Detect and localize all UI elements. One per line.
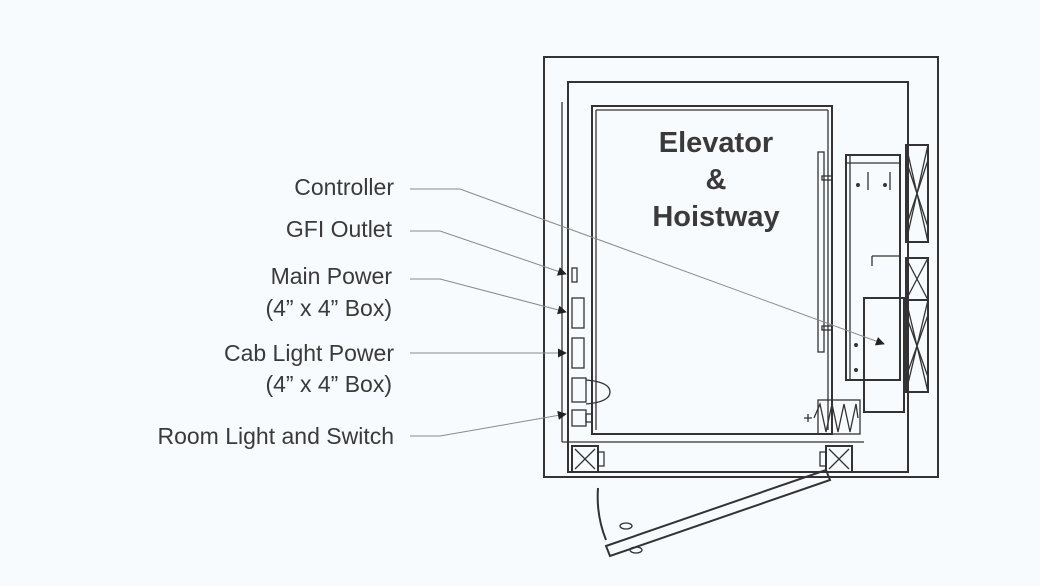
swing-door: [596, 468, 832, 558]
room-light-symbol: [571, 377, 611, 405]
main-power-box-symbol: [571, 297, 585, 329]
title-line1: Elevator: [659, 127, 773, 159]
label-main-power: Main Power: [271, 263, 393, 289]
title-line2: &: [706, 164, 727, 196]
buffer-spring: [804, 399, 861, 435]
leader-main-power: [410, 278, 567, 315]
diagram-title: Elevator & Hoistway: [652, 127, 779, 233]
label-cab-light-power: Cab Light Power: [224, 340, 394, 366]
wall-devices: [571, 267, 611, 427]
label-main-power-box: (4” x 4” Box): [265, 295, 392, 321]
title-line3: Hoistway: [652, 201, 779, 233]
guide-rail: [817, 151, 833, 353]
label-controller: Controller: [294, 174, 394, 200]
gfi-outlet-symbol: [571, 267, 578, 283]
machine-assembly: [845, 154, 905, 413]
leader-lines: [410, 188, 885, 437]
label-room-light-switch: Room Light and Switch: [157, 423, 394, 449]
leader-controller: [410, 188, 885, 346]
wall-blocking: [905, 144, 929, 393]
callout-labels: Controller GFI Outlet Main Power (4” x 4…: [157, 174, 394, 449]
label-gfi-outlet: GFI Outlet: [286, 216, 393, 242]
leader-room-light-switch: [410, 410, 567, 437]
label-cab-light-power-box: (4” x 4” Box): [265, 371, 392, 397]
door-jambs: [571, 445, 853, 473]
cab-light-box-symbol: [571, 337, 585, 369]
leader-gfi-outlet: [410, 230, 567, 276]
outer-wall: [543, 56, 939, 478]
light-switch-symbol: [571, 409, 587, 427]
